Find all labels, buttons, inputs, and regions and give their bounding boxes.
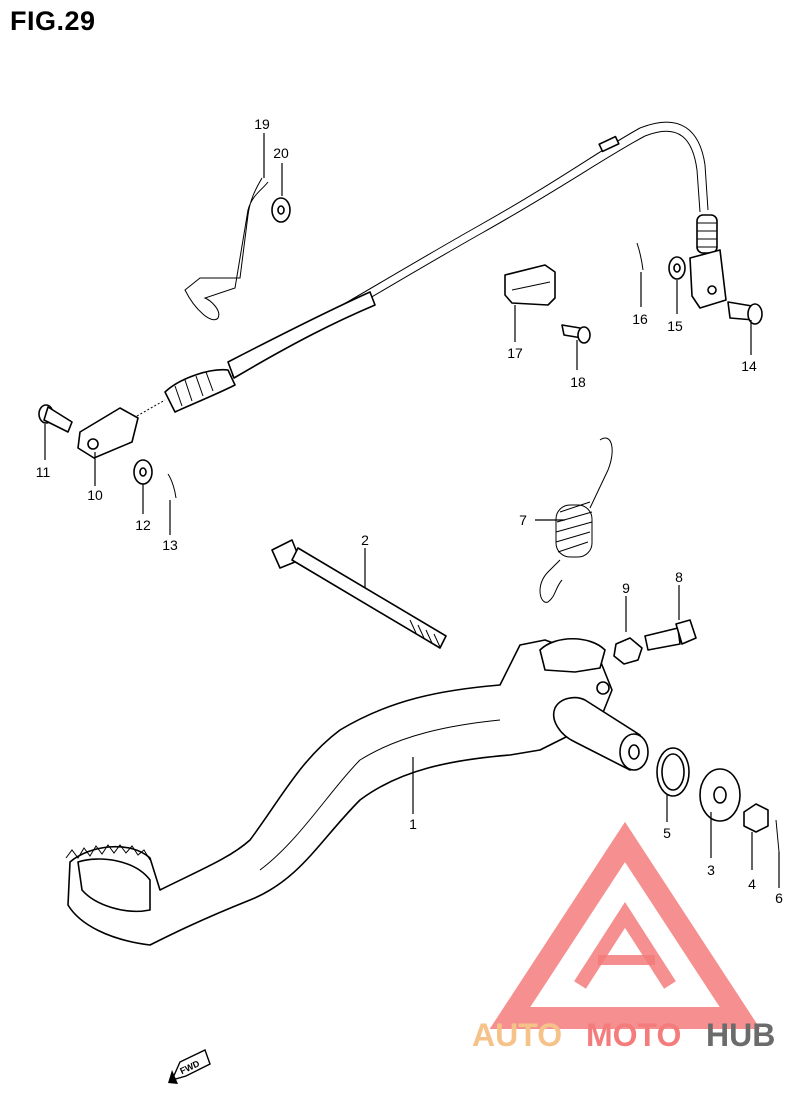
callout-labels: 1 2 3 4 5 6 7 8 9 10 11 12 13 14 15 16 1… bbox=[36, 116, 783, 906]
part-7-spring bbox=[539, 437, 613, 603]
callout-18: 18 bbox=[570, 374, 586, 390]
watermark-logo bbox=[489, 821, 761, 1029]
part-1-brake-pedal bbox=[65, 638, 649, 946]
part-11-pin bbox=[38, 404, 73, 433]
leader-lines bbox=[44, 133, 780, 888]
cable-assembly bbox=[129, 121, 718, 421]
watermark-hub: HUB bbox=[706, 1017, 775, 1053]
callout-2: 2 bbox=[361, 532, 369, 548]
watermark-moto: MOTO bbox=[586, 1017, 681, 1053]
callout-8: 8 bbox=[675, 569, 683, 585]
part-20-washer bbox=[271, 197, 291, 223]
callout-20: 20 bbox=[273, 145, 289, 161]
figure-title: FIG.29 bbox=[10, 6, 96, 36]
callout-1: 1 bbox=[409, 816, 417, 832]
fwd-direction-badge: FWD bbox=[168, 1049, 211, 1084]
watermark-text: AUTO MOTO HUB bbox=[472, 1017, 775, 1053]
part-9-nut bbox=[613, 637, 643, 665]
callout-4: 4 bbox=[748, 876, 756, 892]
part-6-cotter-pin bbox=[775, 819, 780, 853]
callout-3: 3 bbox=[707, 862, 715, 878]
upper-clevis bbox=[689, 249, 727, 309]
part-3-washer bbox=[699, 768, 741, 822]
part-5-o-ring bbox=[656, 747, 690, 797]
part-12-washer bbox=[133, 459, 153, 485]
callout-17: 17 bbox=[507, 345, 523, 361]
part-19-clip bbox=[184, 177, 269, 321]
callout-12: 12 bbox=[135, 517, 151, 533]
callout-14: 14 bbox=[741, 358, 757, 374]
callout-13: 13 bbox=[162, 537, 178, 553]
part-17-bracket bbox=[504, 264, 556, 306]
part-16-cotter-pin bbox=[636, 242, 644, 271]
callout-16: 16 bbox=[632, 311, 648, 327]
part-13-cotter-pin bbox=[167, 473, 177, 499]
part-4-nut bbox=[743, 803, 769, 833]
part-18-bolt bbox=[561, 324, 591, 344]
callout-9: 9 bbox=[622, 580, 630, 596]
callout-7: 7 bbox=[519, 512, 527, 528]
callout-19: 19 bbox=[254, 116, 270, 132]
part-2-long-bolt bbox=[271, 539, 447, 649]
part-10-clevis bbox=[77, 407, 139, 459]
callout-11: 11 bbox=[36, 464, 51, 480]
part-15-washer bbox=[668, 256, 686, 280]
callout-6: 6 bbox=[775, 890, 783, 906]
watermark-auto: AUTO bbox=[472, 1017, 562, 1053]
part-8-bolt bbox=[644, 619, 697, 651]
callout-5: 5 bbox=[663, 825, 671, 841]
callout-10: 10 bbox=[87, 487, 103, 503]
callout-15: 15 bbox=[667, 318, 683, 334]
part-14-pin bbox=[727, 301, 763, 325]
